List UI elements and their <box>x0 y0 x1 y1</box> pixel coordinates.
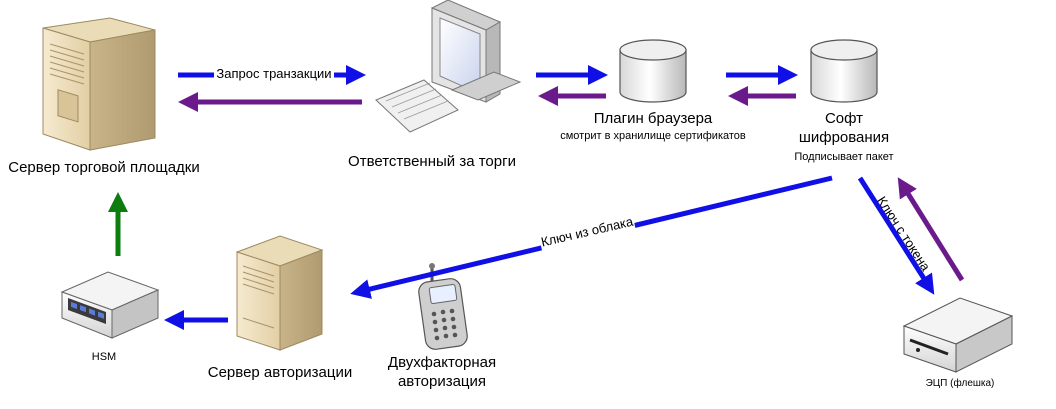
transaction-request-label-bg <box>214 66 334 81</box>
crypto-soft-sublabel: Подписывает пакет <box>794 151 893 163</box>
two-factor-label-line1: Двухфакторная <box>388 354 496 371</box>
arrow-token-key <box>857 176 935 295</box>
trade-server-label: Сервер торговой площадки <box>8 159 200 176</box>
trade-server-icon <box>42 17 156 151</box>
auth-server-icon <box>235 235 324 351</box>
token-key-label: Ключ с токена <box>874 194 934 275</box>
crypto-soft-icon <box>810 39 878 103</box>
hsm-icon <box>60 271 160 339</box>
transaction-request-label: Запрос транзакции <box>216 66 331 81</box>
auth-server-label: Сервер авторизации <box>208 364 353 381</box>
two-factor-label-line2: авторизация <box>398 373 486 390</box>
arrow-token-return <box>897 177 965 282</box>
token-label: ЭЦП (флешка) <box>926 377 995 389</box>
responsible-label: Ответственный за торги <box>348 153 516 170</box>
browser-plugin-icon <box>619 39 687 103</box>
phone-icon <box>418 263 468 350</box>
crypto-soft-label-line1: Софт <box>825 110 863 127</box>
cloud-key-label-bg <box>538 214 636 251</box>
hsm-label: HSM <box>92 351 116 363</box>
token-icon <box>902 297 1014 373</box>
browser-plugin-label: Плагин браузера <box>594 110 713 127</box>
browser-plugin-sublabel: смотрит в хранилище сертификатов <box>560 130 746 142</box>
workstation-icon <box>375 0 522 133</box>
crypto-soft-label-line2: шифрования <box>799 129 889 146</box>
